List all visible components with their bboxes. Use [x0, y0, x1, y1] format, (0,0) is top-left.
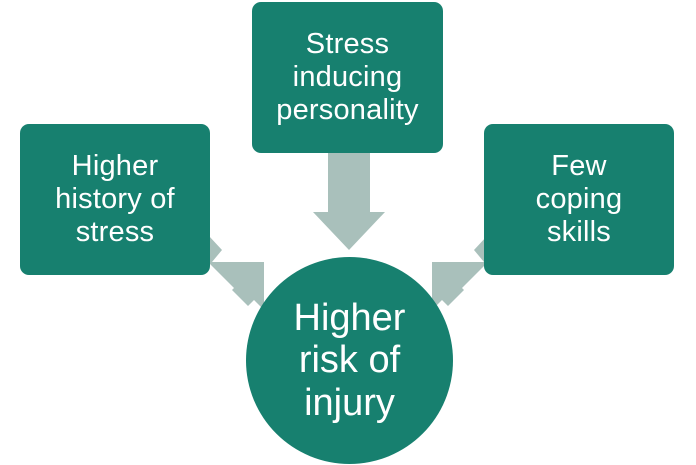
cause-label: Stress inducing personality: [276, 28, 419, 126]
arrow-down-icon: [313, 153, 385, 250]
arrow-down-left-icon: [432, 236, 500, 310]
outcome-label: Higher risk of injury: [293, 296, 406, 424]
arrow-down-right-icon: [196, 236, 264, 310]
cause-box-history-of-stress: Higher history of stress: [20, 124, 210, 275]
cause-label: Few coping skills: [535, 150, 623, 248]
cause-label: Higher history of stress: [55, 150, 175, 248]
cause-box-stress-inducing-personality: Stress inducing personality: [252, 2, 443, 153]
cause-box-few-coping-skills: Few coping skills: [484, 124, 674, 275]
outcome-circle: Higher risk of injury: [246, 257, 453, 464]
